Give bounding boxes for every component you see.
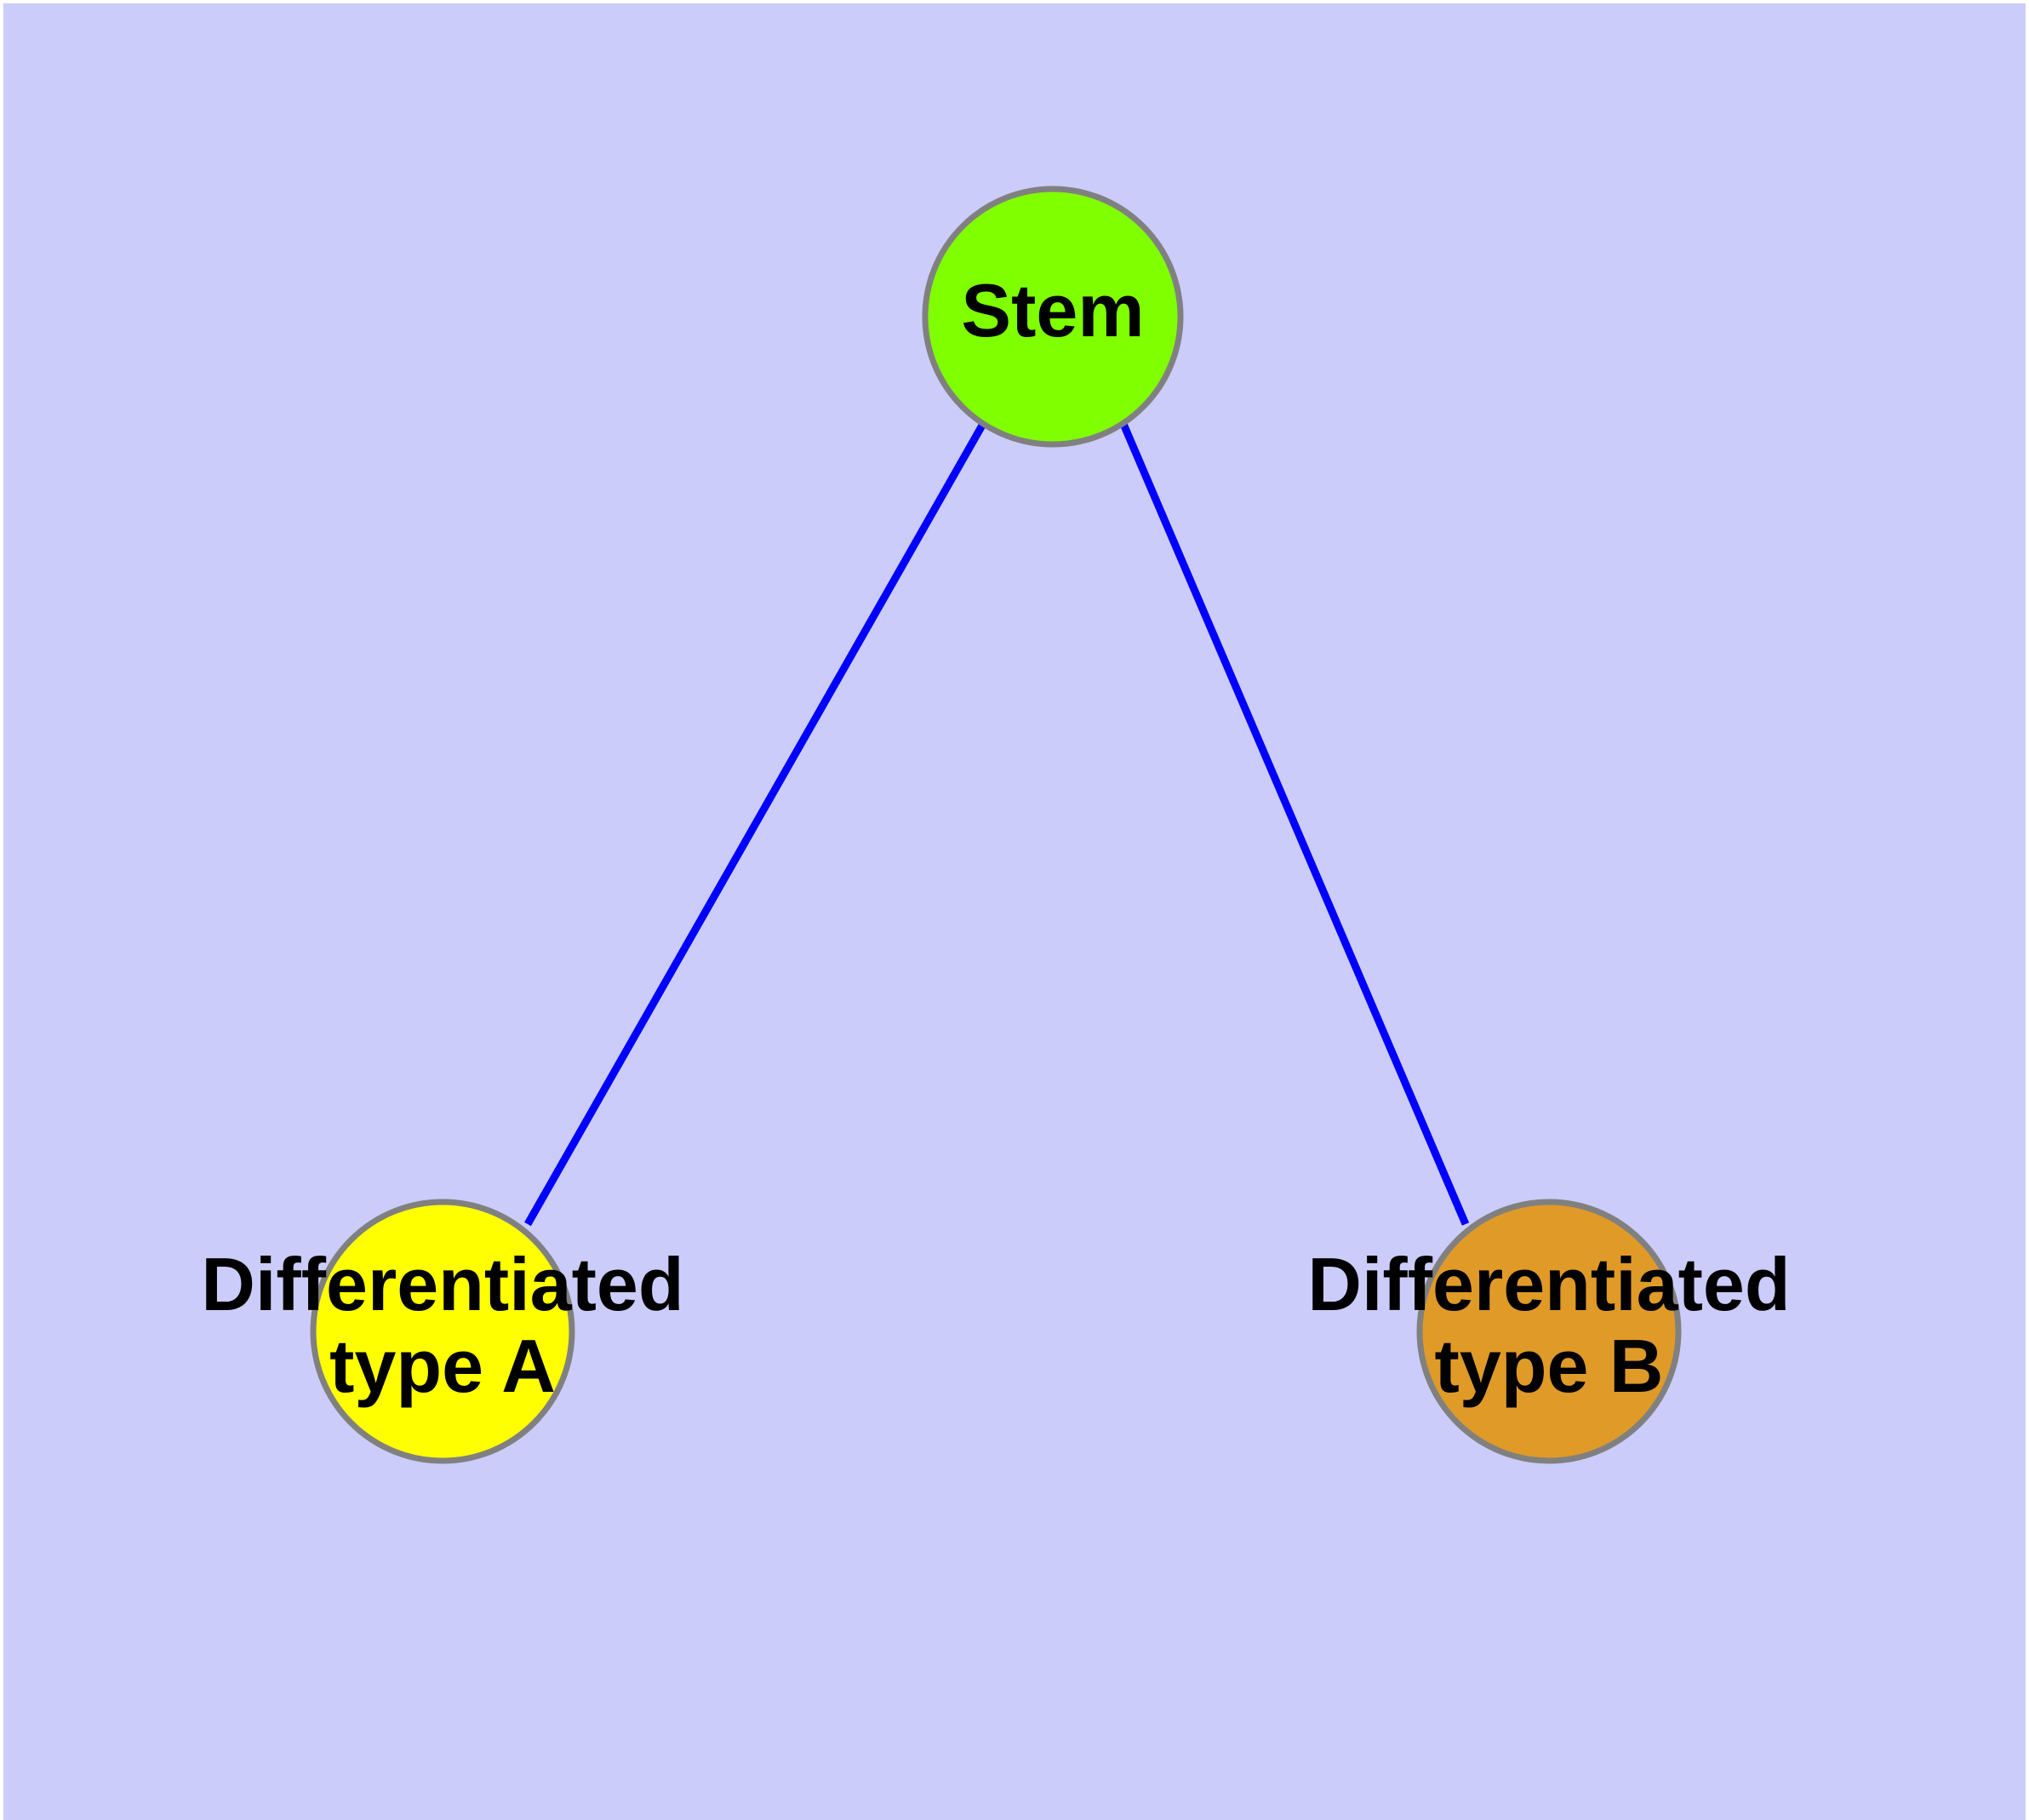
edge-stem-to-differentiated-type-b[interactable] <box>1119 422 1470 1226</box>
node-stem-label: Stem <box>961 268 1144 352</box>
node-stem[interactable]: Stem <box>922 186 1184 448</box>
edges-group <box>524 421 1470 1227</box>
node-differentiated-type-b-circle[interactable] <box>1416 1199 1682 1464</box>
edge-stem-to-differentiated-type-a[interactable] <box>524 421 986 1227</box>
node-stem-circle[interactable] <box>922 186 1184 448</box>
node-differentiated-type-a-circle[interactable] <box>310 1199 575 1464</box>
